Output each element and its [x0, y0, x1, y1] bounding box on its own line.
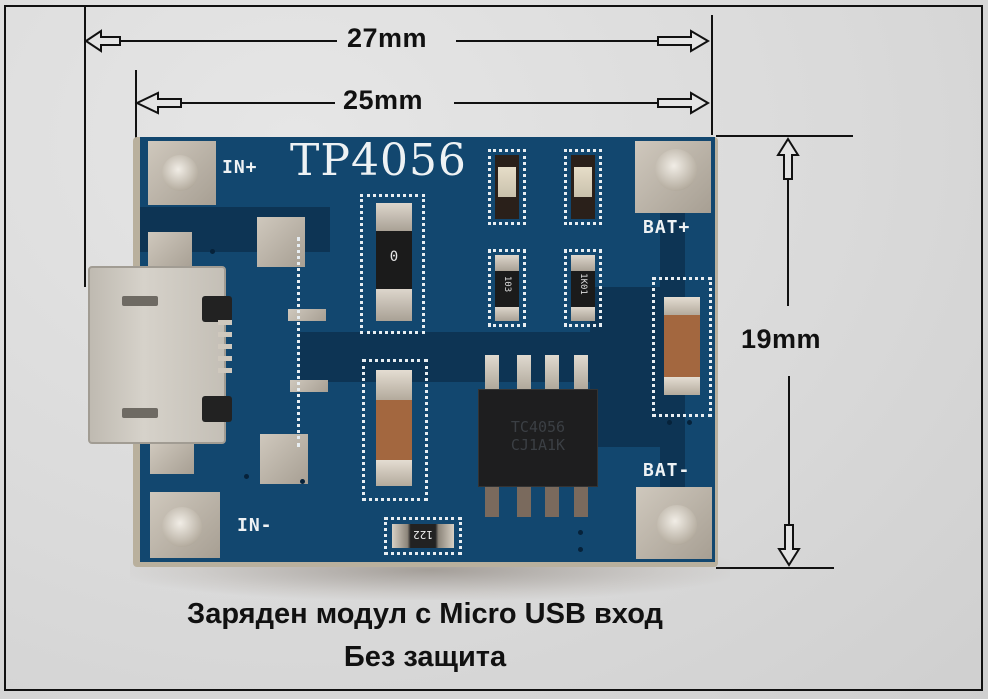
- resistor-r1-marking: 0: [389, 249, 399, 265]
- silk-outline-r1: [360, 194, 425, 334]
- silk-outline-r4: [384, 517, 462, 555]
- led-standby: [571, 155, 595, 219]
- via: [210, 249, 215, 254]
- ic-pin: [574, 355, 588, 395]
- dim-19mm-label: 19mm: [741, 324, 822, 354]
- arrow-left-icon: [134, 91, 182, 115]
- resistor-r3-marking: 1K01: [578, 273, 588, 295]
- ic-pin: [545, 355, 559, 395]
- pad-usb-shield: [148, 232, 192, 270]
- ic-marking-line1: TC4056: [510, 418, 566, 436]
- arrow-down-icon: [777, 524, 801, 567]
- silk-outline-r2: [488, 249, 526, 327]
- smd-pad: [290, 380, 328, 392]
- ic-pin: [485, 482, 499, 517]
- silk-outline: [297, 237, 303, 447]
- usb-tab: [202, 396, 232, 422]
- silk-outline-c2: [652, 277, 712, 417]
- caption-line-1: Заряден модул с Micro USB вход: [187, 598, 663, 630]
- resistor-r1: 0: [376, 203, 412, 321]
- dim-27-line-left: [105, 40, 337, 42]
- dim-27mm-label: 27mm: [347, 23, 428, 53]
- label-in-minus: IN-: [237, 515, 273, 536]
- arrow-up-icon: [776, 137, 800, 180]
- silk-outline-led2: [564, 149, 602, 225]
- resistor-r3: 1K01: [571, 255, 595, 321]
- smd-pad: [288, 309, 326, 321]
- dim-27-line-right: [456, 40, 661, 42]
- dim-25-left-extension: [135, 70, 137, 140]
- usb-tab: [202, 296, 232, 322]
- via: [300, 479, 305, 484]
- chip-title-silkscreen: TP4056: [290, 135, 467, 186]
- tp4056-ic: TC4056 CJ1A1K: [478, 389, 598, 487]
- ic-pin: [517, 482, 531, 517]
- via: [244, 474, 249, 479]
- micro-usb-connector: [88, 266, 232, 444]
- resistor-r2-marking: 103: [502, 275, 512, 293]
- usb-pin: [218, 332, 232, 337]
- arrow-right-icon: [657, 29, 710, 53]
- resistor-r4-marking: 122: [413, 528, 433, 541]
- pcb-board: TP4056 IN+ IN- BAT+ BAT- 0: [140, 135, 715, 562]
- arrow-left-icon: [84, 29, 121, 53]
- dim-19-bottom-extension: [716, 567, 834, 569]
- via: [687, 420, 692, 425]
- label-bat-plus: BAT+: [643, 217, 691, 238]
- mounting-hole: [162, 507, 202, 547]
- usb-slot: [122, 408, 158, 418]
- mounting-hole: [655, 149, 697, 191]
- usb-slot: [122, 296, 158, 306]
- mounting-hole: [657, 505, 697, 545]
- resistor-r2: 103: [495, 255, 519, 321]
- via: [667, 420, 672, 425]
- ic-marking-line2: CJ1A1K: [510, 436, 566, 454]
- capacitor-c2: [664, 297, 700, 395]
- via: [578, 547, 583, 552]
- via: [578, 530, 583, 535]
- dim-27-left-extension: [84, 5, 86, 287]
- silk-outline-r3: [564, 249, 602, 327]
- capacitor-c1: [376, 370, 412, 486]
- dim-19-top-extension: [716, 135, 853, 137]
- dim-25mm-label: 25mm: [343, 85, 424, 115]
- dim-25-line-left: [160, 102, 335, 104]
- pad-usb-shield: [150, 444, 194, 474]
- ic-pin: [485, 355, 499, 395]
- ic-pin: [574, 482, 588, 517]
- mounting-hole: [162, 155, 198, 191]
- usb-pin: [218, 344, 232, 349]
- diode-pad: [260, 434, 308, 484]
- usb-pin: [218, 368, 232, 373]
- outer-frame: [4, 5, 983, 691]
- ic-pin: [517, 355, 531, 395]
- label-in-plus: IN+: [222, 157, 258, 178]
- dim-19-line-bottom: [788, 376, 790, 526]
- resistor-r4: 122: [392, 524, 454, 548]
- silk-outline-led1: [488, 149, 526, 225]
- silk-outline-c1: [362, 359, 428, 501]
- ic-pin: [545, 482, 559, 517]
- led-charging: [495, 155, 519, 219]
- usb-pin: [218, 320, 232, 325]
- label-bat-minus: BAT-: [643, 460, 691, 481]
- caption-line-2: Без защита: [343, 641, 507, 673]
- dim-25-line-right: [454, 102, 662, 104]
- dim-19-line-top: [787, 178, 789, 306]
- usb-pin: [218, 356, 232, 361]
- dim-27-right-extension: [711, 15, 713, 135]
- arrow-right-icon: [657, 91, 710, 115]
